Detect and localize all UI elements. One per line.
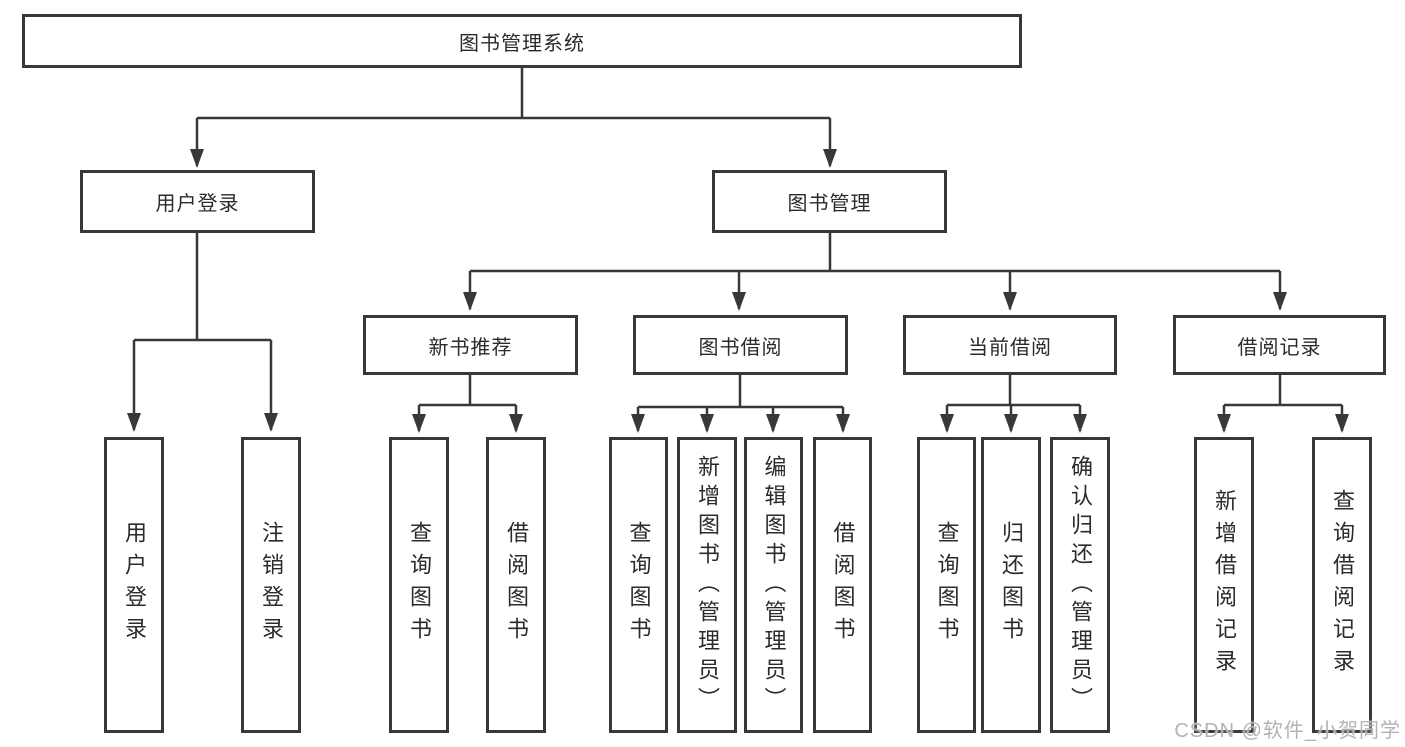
- leaf-logout-label: 注销登录: [259, 521, 284, 649]
- node-borrow-records: 借阅记录: [1173, 315, 1386, 375]
- csdn-watermark: CSDN @软件_小贺同学: [1174, 720, 1401, 742]
- leaf-query-books-borrow: 查询图书: [609, 437, 668, 733]
- leaf-query-books-borrow-label: 查询图书: [626, 521, 652, 649]
- connector-new-books-to-leaves: [412, 375, 523, 433]
- node-new-book-recommend-label: 新书推荐: [428, 336, 513, 359]
- leaf-query-books-current: 查询图书: [917, 437, 976, 733]
- leaf-query-borrow-record: 查询借阅记录: [1312, 437, 1372, 733]
- leaf-edit-books-admin: 编辑图书（管理员）: [744, 437, 803, 733]
- leaf-logout: 注销登录: [241, 437, 301, 733]
- leaf-query-books-newbooks: 查询图书: [389, 437, 449, 733]
- node-root: 图书管理系统: [22, 14, 1022, 68]
- leaf-borrow-books-newbooks: 借阅图书: [486, 437, 546, 733]
- leaf-user-login-label: 用户登录: [122, 521, 147, 649]
- node-current-borrow-label: 当前借阅: [968, 336, 1052, 359]
- leaf-return-books-label: 归还图书: [999, 521, 1024, 649]
- connector-book-borrow-to-leaves: [631, 375, 850, 433]
- leaf-borrow-books-label: 借阅图书: [830, 521, 856, 649]
- node-user-login: 用户登录: [80, 170, 315, 233]
- leaf-edit-books-admin-label: 编辑图书（管理员）: [761, 454, 787, 716]
- node-root-label: 图书管理系统: [459, 32, 585, 55]
- leaf-query-borrow-record-label: 查询借阅记录: [1330, 489, 1355, 681]
- leaf-return-books: 归还图书: [981, 437, 1041, 733]
- leaf-query-books-newbooks-label: 查询图书: [407, 521, 432, 649]
- node-current-borrow: 当前借阅: [903, 315, 1117, 375]
- leaf-borrow-books-newbooks-label: 借阅图书: [504, 521, 529, 649]
- node-book-management: 图书管理: [712, 170, 947, 233]
- leaf-add-books-admin: 新增图书（管理员）: [677, 437, 737, 733]
- connector-book-mgmt-to-level3: [463, 233, 1287, 311]
- node-new-book-recommend: 新书推荐: [363, 315, 578, 375]
- leaf-borrow-books: 借阅图书: [813, 437, 872, 733]
- leaf-add-borrow-record-label: 新增借阅记录: [1212, 489, 1237, 681]
- node-user-login-label: 用户登录: [155, 193, 240, 215]
- leaf-confirm-return-admin-label: 确认归还（管理员）: [1068, 454, 1093, 716]
- leaf-add-borrow-record: 新增借阅记录: [1194, 437, 1254, 733]
- connector-current-borrow-to-leaves: [940, 375, 1087, 433]
- node-book-borrow: 图书借阅: [633, 315, 848, 375]
- leaf-query-books-current-label: 查询图书: [934, 521, 960, 649]
- node-book-borrow-label: 图书借阅: [698, 336, 783, 359]
- node-borrow-records-label: 借阅记录: [1237, 336, 1322, 359]
- leaf-confirm-return-admin: 确认归还（管理员）: [1050, 437, 1110, 733]
- connector-user-login-to-leaves: [127, 233, 278, 432]
- leaf-add-books-admin-label: 新增图书（管理员）: [695, 454, 720, 716]
- leaf-user-login: 用户登录: [104, 437, 164, 733]
- connector-root-to-level2: [190, 68, 837, 168]
- connector-borrow-records-to-leaves: [1217, 375, 1349, 433]
- node-book-management-label: 图书管理: [787, 193, 872, 215]
